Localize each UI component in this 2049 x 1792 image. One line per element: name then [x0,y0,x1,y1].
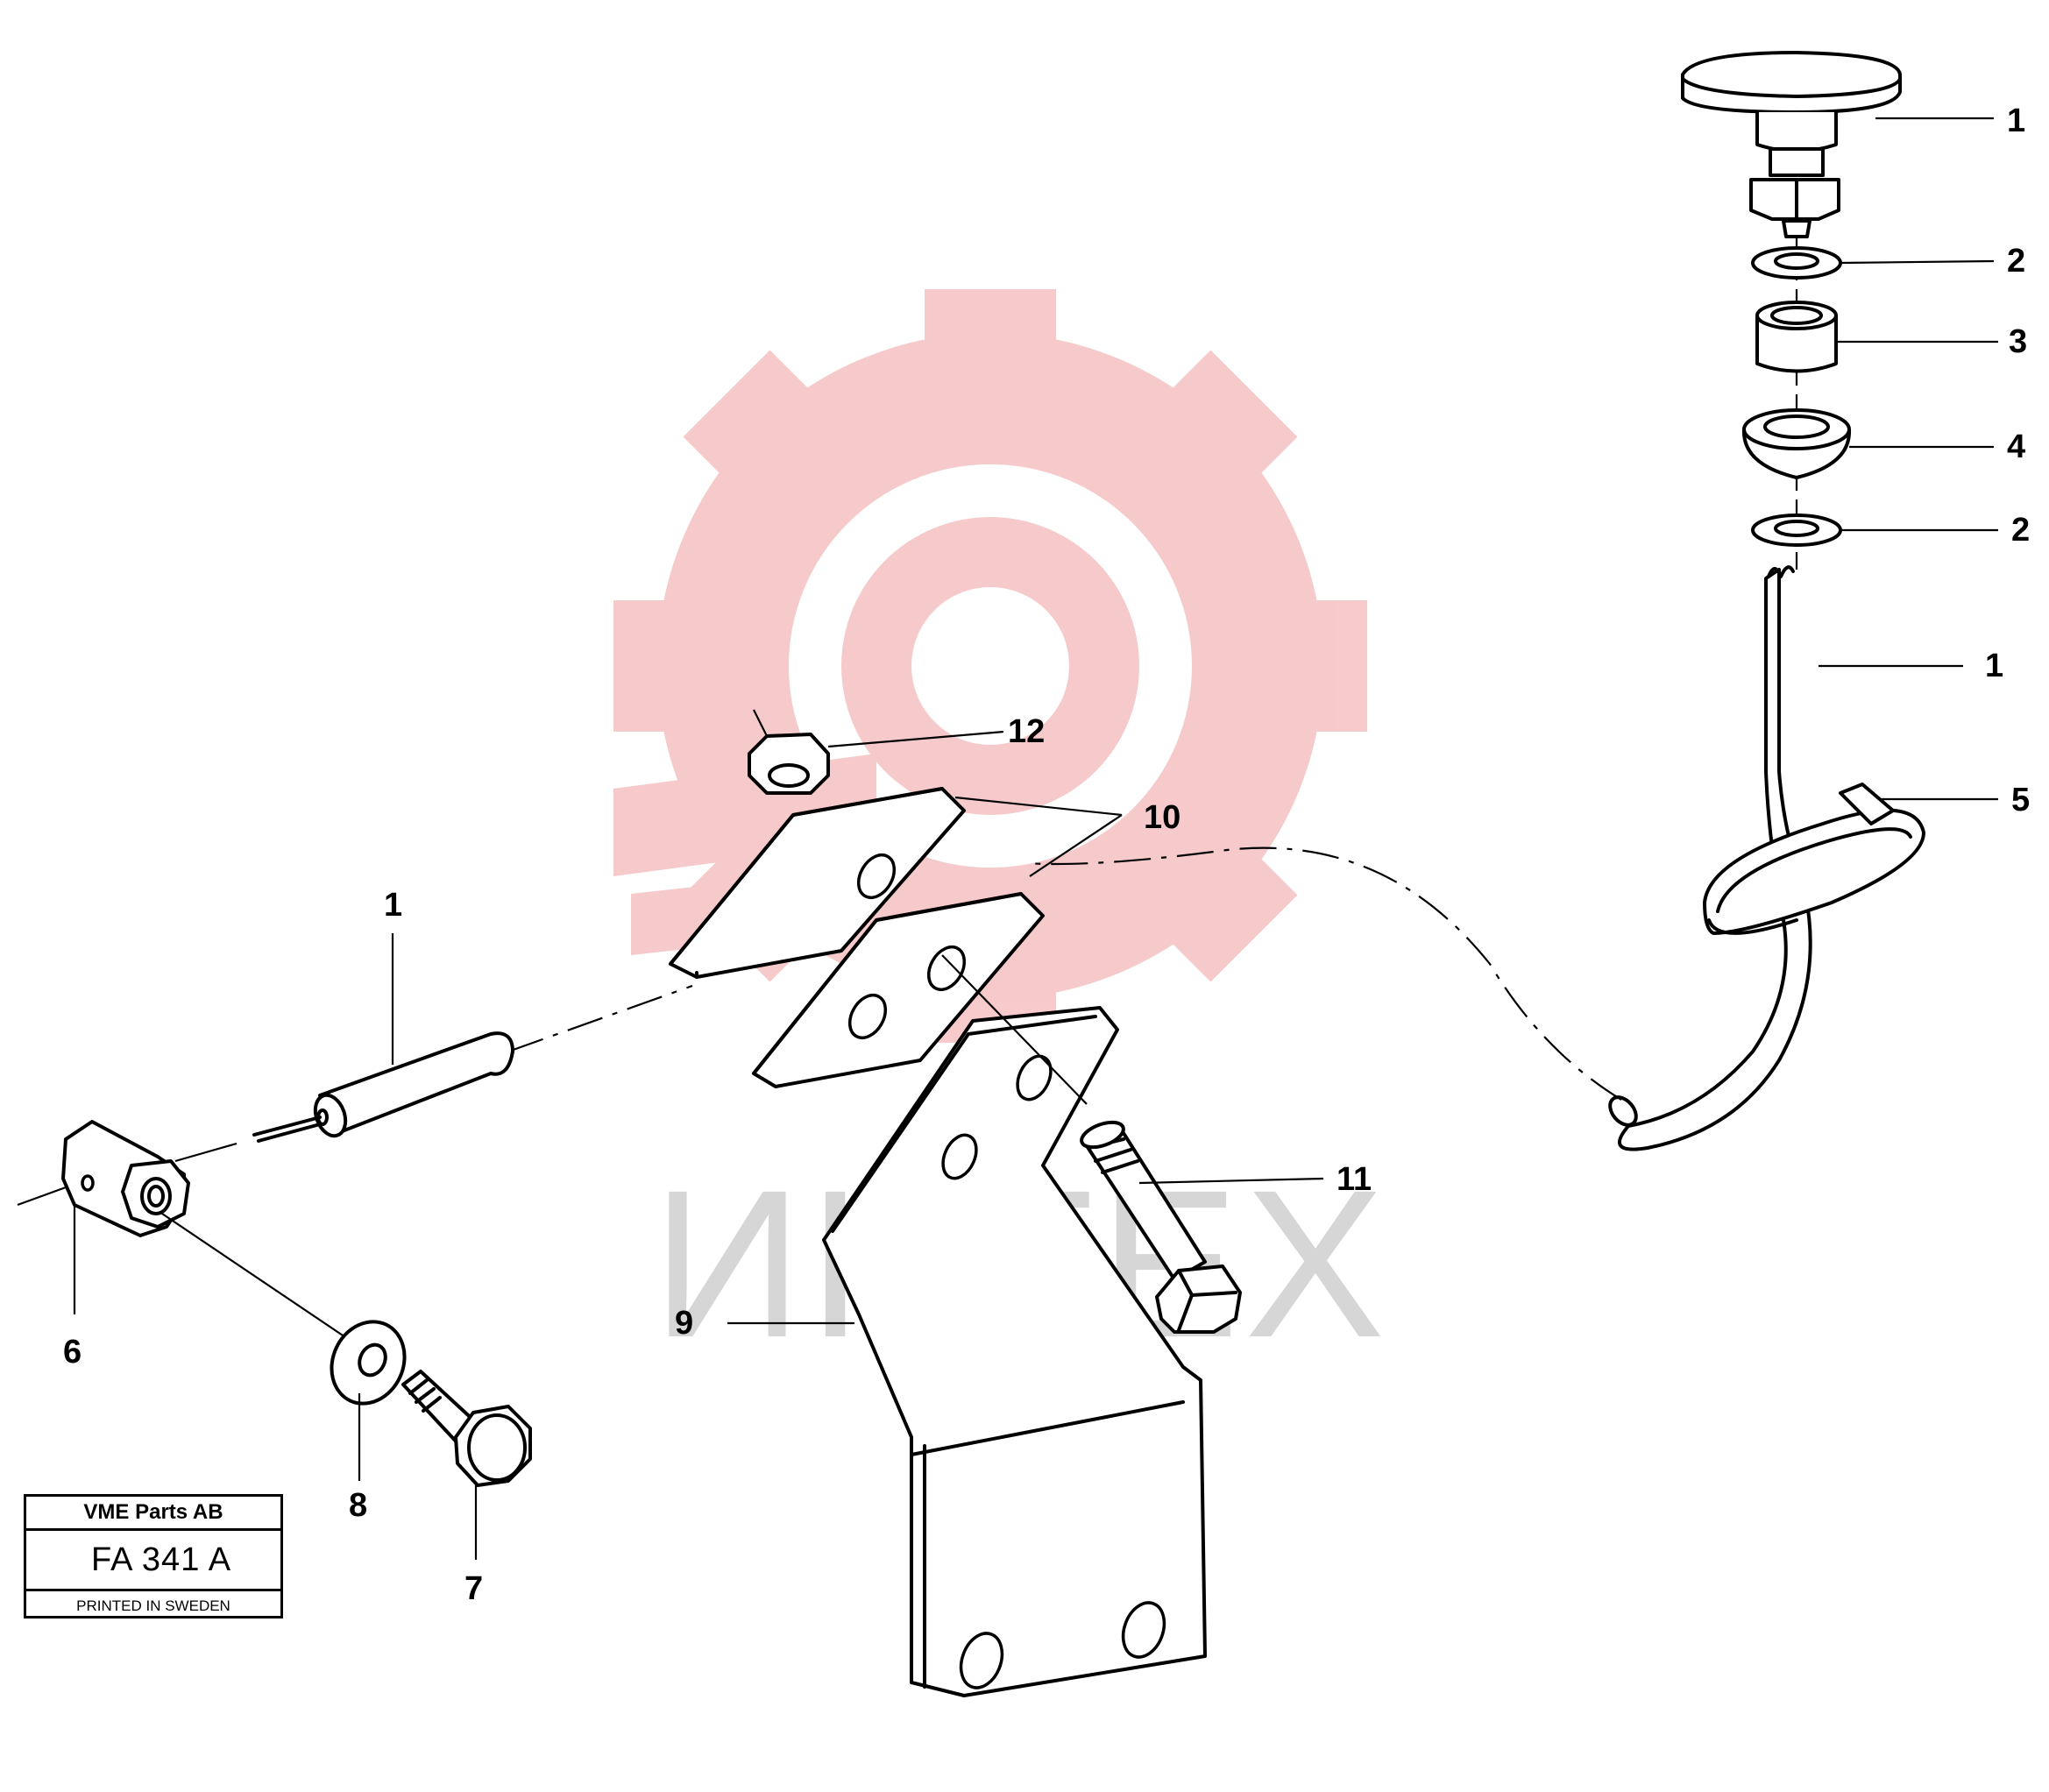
callout-cable-end: 1 [384,887,402,924]
screw [941,954,1242,1334]
leader-lines [73,117,1998,1560]
callout-cable: 1 [1985,648,2003,684]
callout-clamp-plates: 10 [1144,799,1180,836]
callout-sleeve: 3 [2009,323,2027,360]
title-block: VME Parts AB FA 341 A PRINTED IN SWEDEN [24,1494,283,1618]
printed-note: PRINTED IN SWEDEN [76,1597,230,1614]
drawing-code: FA 341 A [26,1531,280,1591]
left-assembly [17,984,693,1487]
knob-assembly [1608,51,1925,1151]
callout-bracket: 9 [675,1305,693,1342]
cable-end-icon [318,1031,514,1137]
callout-screw: 11 [1336,1161,1372,1198]
callout-cable-tie: 5 [2011,782,2030,818]
callout-lock-nut: 12 [1008,713,1045,750]
company-name: VME Parts AB [26,1497,280,1531]
bracket [822,1006,1207,1697]
callout-washer-lower: 2 [2011,512,2030,549]
callout-grommet: 4 [2007,429,2025,465]
cable-tie-icon [1703,808,1925,935]
sleeve-icon [1755,315,1838,373]
knob-icon [1681,51,1902,114]
callout-knob: 1 [2007,103,2025,139]
callout-connector: 6 [63,1334,82,1371]
callout-bolt: 7 [464,1570,483,1607]
clamp-plates [669,787,1045,1088]
callout-washer: 8 [349,1487,367,1524]
callout-washer-upper: 2 [2007,243,2025,280]
lock-nut [748,709,830,795]
